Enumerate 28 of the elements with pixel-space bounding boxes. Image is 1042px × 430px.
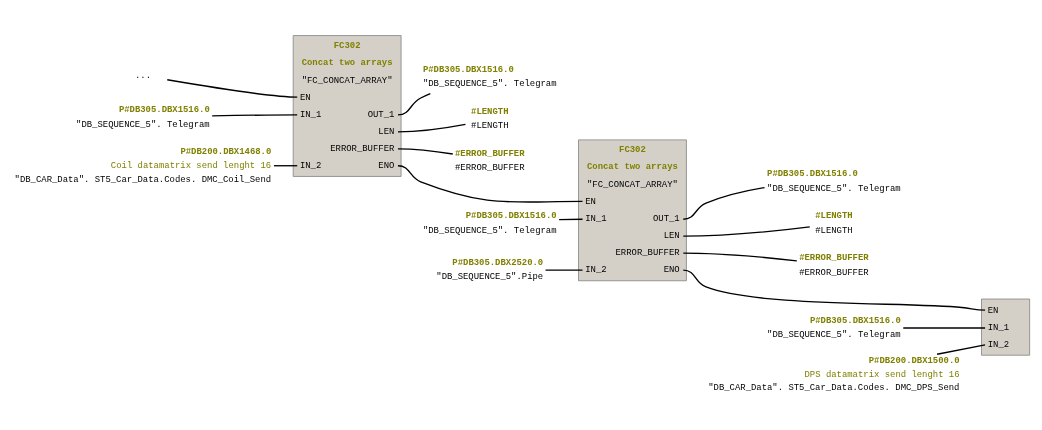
node-text: P#DB305.DBX1516.0 "DB_SEQUENCE_5". Telegram — [422, 65, 557, 90]
node-text: P#DB200.DBX1468.0 Coil datamatrix send lenght 16 "DB_CAR_Data". ST5_Car_Data.Codes. DMC_Coil_Send — [14, 147, 272, 185]
connector — [902, 327, 986, 329]
connector — [211, 114, 298, 117]
node-text: #LENGTH #LENGTH — [815, 211, 853, 236]
node-text: P#DB305.DBX1516.0 "DB_SEQUENCE_5". Telegram — [422, 211, 557, 236]
connector — [397, 165, 584, 203]
node-text: #ERROR_BUFFER #ERROR_BUFFER — [455, 148, 525, 174]
connector — [682, 252, 798, 262]
connector — [166, 79, 298, 98]
node-text: ... — [134, 71, 151, 82]
connector — [682, 226, 811, 237]
connector — [273, 165, 298, 167]
node-text: P#DB200.DBX1500.0 DPS datamatrix send lenght 16 "DB_CAR_Data". ST5_Car_Data.Codes. DMC_DPS_Send — [708, 355, 960, 394]
node-text: #LENGTH #LENGTH — [471, 107, 509, 132]
connector — [558, 218, 584, 221]
connector — [544, 269, 584, 271]
connector — [936, 344, 986, 355]
connector — [397, 92, 431, 116]
node-text: P#DB305.DBX1516.0 "DB_SEQUENCE_5". Telegram — [76, 105, 210, 130]
node-text: P#DB305.DBX2520.0 "DB_SEQUENCE_5".Pipe — [436, 257, 544, 282]
node-text: P#DB305.DBX1516.0 "DB_SEQUENCE_5". Telegram — [767, 169, 901, 194]
connector — [682, 269, 986, 311]
connector — [682, 186, 766, 220]
connector — [397, 148, 454, 155]
node-text: P#DB305.DBX1516.0 "DB_SEQUENCE_5". Telegram — [767, 315, 901, 340]
connector — [397, 123, 467, 133]
node-text: #ERROR_BUFFER #ERROR_BUFFER — [799, 253, 869, 278]
